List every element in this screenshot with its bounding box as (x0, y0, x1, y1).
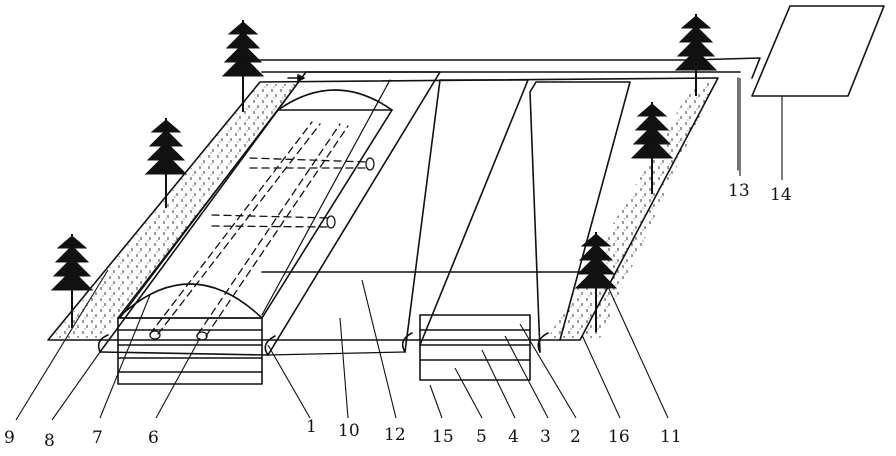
reservoir (751, 5, 885, 97)
label-1: 1 (306, 417, 317, 437)
right-vegetation-strip (548, 80, 716, 338)
label-9: 9 (4, 428, 15, 448)
label-2: 2 (570, 427, 581, 447)
label-10: 10 (338, 421, 360, 441)
label-8: 8 (44, 431, 55, 451)
buried-pipes (149, 121, 369, 337)
pine-tree-icon (221, 20, 265, 112)
label-4: 4 (508, 427, 519, 447)
left-vegetation-strip (52, 84, 300, 338)
right-bed (529, 81, 631, 353)
pine-tree-icon (630, 102, 674, 194)
label-5: 5 (476, 427, 487, 447)
soil-layers-middle (419, 314, 531, 381)
pine-trees (50, 14, 718, 332)
pine-tree-icon (674, 14, 718, 96)
label-7: 7 (92, 428, 103, 448)
pine-tree-icon (574, 232, 618, 332)
label-13: 13 (728, 181, 750, 201)
far-hoop (117, 89, 393, 319)
water-channel (251, 57, 761, 171)
leader-lines (15, 78, 783, 421)
pine-tree-icon (144, 118, 188, 208)
part-labels: 9 8 7 6 1 10 12 15 5 4 3 2 16 11 13 14 (4, 181, 792, 451)
label-12: 12 (384, 425, 406, 445)
ground-plane (47, 77, 719, 341)
label-14: 14 (770, 185, 792, 205)
label-15: 15 (432, 427, 454, 447)
label-16: 16 (608, 427, 630, 447)
pine-tree-icon (50, 234, 94, 328)
label-11: 11 (660, 427, 682, 447)
middle-bed (401, 79, 529, 353)
soil-layers-left (117, 317, 263, 385)
label-3: 3 (540, 427, 551, 447)
label-6: 6 (148, 428, 159, 448)
